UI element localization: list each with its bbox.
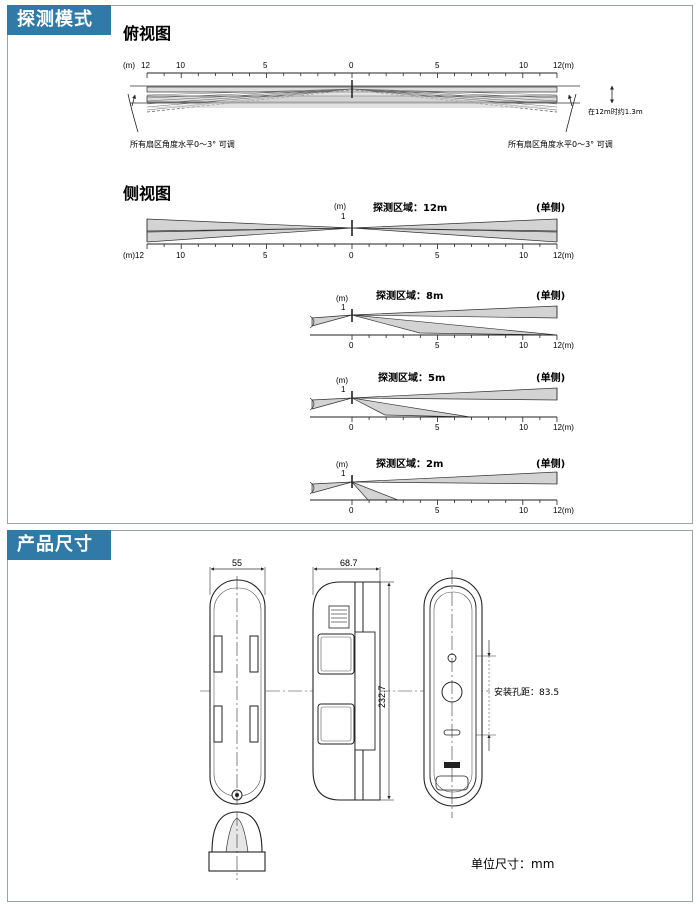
zone2-height-tick: 1 xyxy=(341,469,346,478)
zone8-tick-10: 10 xyxy=(519,341,528,350)
top-tick-0: 0 xyxy=(349,61,354,70)
back-view-drawing xyxy=(423,570,496,818)
zone2-tick-5: 5 xyxy=(435,506,440,515)
side-view-title: 侧视图 xyxy=(123,184,171,203)
top-view-beams xyxy=(127,80,614,133)
top-tick-12-right: 12(m) xyxy=(553,61,574,70)
zone5-tick-12: 12(m) xyxy=(553,423,574,432)
side-full-beams xyxy=(146,218,558,249)
zone2-tick-0: 0 xyxy=(349,506,354,515)
mount-hole-spacing: 安装孔距：83.5 xyxy=(494,686,559,698)
top-view-axis: (m) 12 10 5 0 5 10 12(m) xyxy=(123,61,574,78)
top-tick-5-right: 5 xyxy=(435,61,440,70)
side-full-height-tick: 1 xyxy=(341,212,346,221)
side-full-tick-10-left: 10 xyxy=(176,251,185,260)
side-full-zone-label: 探测区域：12m xyxy=(373,201,447,214)
top-tick-10-right: 10 xyxy=(519,61,528,70)
top-tick-10-left: 10 xyxy=(176,61,185,70)
zone8-height-unit: (m) xyxy=(336,294,348,303)
zone5-height-tick: 1 xyxy=(341,385,346,394)
front-view-drawing xyxy=(208,567,266,880)
top-view-caption-right: 所有扇区角度水平0～3° 可调 xyxy=(508,139,613,149)
zone2-height-unit: (m) xyxy=(336,460,348,469)
zone5-note: (单侧) xyxy=(536,371,565,384)
depth-dimension: 68.7 xyxy=(340,558,358,568)
zone5-height-unit: (m) xyxy=(336,376,348,385)
zone2-beams xyxy=(309,471,558,505)
zone5-tick-0: 0 xyxy=(349,423,354,432)
zone8-label: 探测区域：8m xyxy=(376,289,443,302)
zone5-label: 探测区域：5m xyxy=(378,371,445,384)
top-view-title: 俯视图 xyxy=(123,24,171,43)
side-full-tick-12-right: 12(m) xyxy=(553,251,574,260)
zone5-tick-10: 10 xyxy=(519,423,528,432)
zone8-beams xyxy=(309,305,558,340)
zone2-tick-12: 12(m) xyxy=(553,506,574,515)
side-full-tick-12-left: (m)12 xyxy=(123,251,144,260)
zone2-label: 探测区域：2m xyxy=(376,457,443,470)
side-full-tick-0: 0 xyxy=(349,251,354,260)
zone2-tick-10: 10 xyxy=(519,506,528,515)
zone8-tick-0: 0 xyxy=(349,341,354,350)
width-dimension: 55 xyxy=(232,558,242,568)
top-axis-unit: (m) xyxy=(123,61,135,70)
top-view-spread-note: 在12m时约1.3m xyxy=(588,107,643,116)
zone8-tick-12: 12(m) xyxy=(553,341,574,350)
side-view-drawing xyxy=(312,567,394,801)
top-view-caption-left: 所有扇区角度水平0～3° 可调 xyxy=(130,139,235,149)
zone8-height-tick: 1 xyxy=(341,303,346,312)
dimensions-tab: 产品尺寸 xyxy=(7,530,111,560)
height-dimension: 232.7 xyxy=(377,685,387,708)
zone8-note: (单侧) xyxy=(536,289,565,302)
side-full-tick-5-right: 5 xyxy=(435,251,440,260)
zone2-note: (单侧) xyxy=(536,457,565,470)
side-full-note: (单侧) xyxy=(536,201,565,214)
side-full-tick-10-right: 10 xyxy=(519,251,528,260)
top-tick-5-left: 5 xyxy=(263,61,268,70)
zone5-tick-5: 5 xyxy=(435,423,440,432)
zone5-beams xyxy=(309,387,558,422)
unit-note: 单位尺寸：mm xyxy=(471,856,554,871)
zone8-tick-5: 5 xyxy=(435,341,440,350)
side-full-tick-5-left: 5 xyxy=(263,251,268,260)
top-tick-12-left: 12 xyxy=(141,61,150,70)
side-full-height-unit: (m) xyxy=(334,202,346,211)
detection-mode-tab: 探测模式 xyxy=(7,5,111,35)
